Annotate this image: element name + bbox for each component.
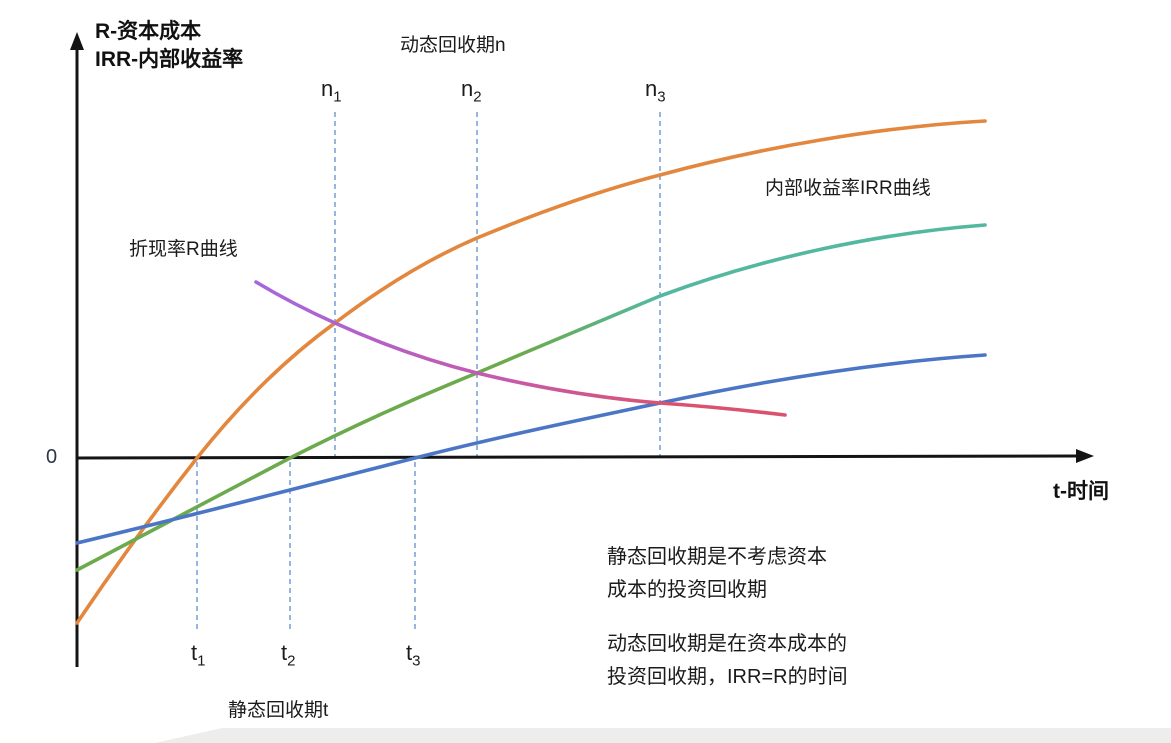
y-axis-label-line2: IRR-内部收益率 [95, 47, 244, 71]
irr-curve-label: 内部收益率IRR曲线 [765, 178, 931, 199]
marker-n2-base: n [461, 76, 474, 101]
note-dynamic-line1: 动态回收期是在资本成本的 [607, 633, 847, 655]
marker-t1-base: t [191, 640, 198, 665]
marker-t2: t2 [281, 640, 296, 670]
marker-t1: t1 [191, 640, 206, 670]
marker-n2: n2 [461, 76, 482, 106]
y-axis-label: R-资本成本 IRR-内部收益率 [95, 18, 243, 73]
irr-curve-green-teal [75, 223, 987, 572]
y-axis-arrow-icon [70, 32, 84, 50]
marker-t3-base: t [406, 640, 413, 665]
marker-n3: n3 [645, 76, 666, 106]
note-dynamic: 动态回收期是在资本成本的 投资回收期，IRR=R的时间 [607, 628, 848, 694]
y-axis-label-line1: R-资本成本 [95, 20, 202, 43]
marker-t3-sub: 3 [412, 652, 421, 670]
marker-n3-base: n [645, 76, 658, 101]
x-axis-label: t-时间 [1053, 480, 1109, 503]
discount-rate-curve-label: 折现率R曲线 [129, 239, 238, 260]
origin-label: 0 [46, 446, 58, 468]
discount-rate-curve-purple-pink [254, 280, 787, 417]
static-payback-label: 静态回收期t [228, 700, 329, 721]
marker-n1-sub: 1 [333, 88, 342, 106]
note-dynamic-line2: 投资回收期，IRR=R的时间 [607, 666, 848, 688]
marker-t1-sub: 1 [197, 652, 206, 670]
x-axis-arrow-icon [1076, 449, 1094, 463]
marker-n3-sub: 3 [657, 88, 666, 106]
note-static-line1: 静态回收期是不考虑资本 [607, 546, 827, 568]
marker-n1-base: n [321, 76, 334, 101]
marker-t2-sub: 2 [287, 652, 296, 670]
x-axis [76, 454, 1079, 460]
marker-n2-sub: 2 [473, 88, 482, 106]
note-static-line2: 成本的投资回收期 [607, 579, 767, 601]
note-static: 静态回收期是不考虑资本 成本的投资回收期 [607, 541, 827, 607]
dynamic-payback-title: 动态回收期n [400, 35, 506, 56]
marker-n1: n1 [321, 76, 342, 106]
irr-curve-orange [75, 119, 987, 625]
slide-edge-strip [155, 728, 1171, 743]
marker-t3: t3 [406, 640, 421, 670]
irr-curve-blue [75, 353, 987, 545]
marker-t2-base: t [281, 640, 288, 665]
